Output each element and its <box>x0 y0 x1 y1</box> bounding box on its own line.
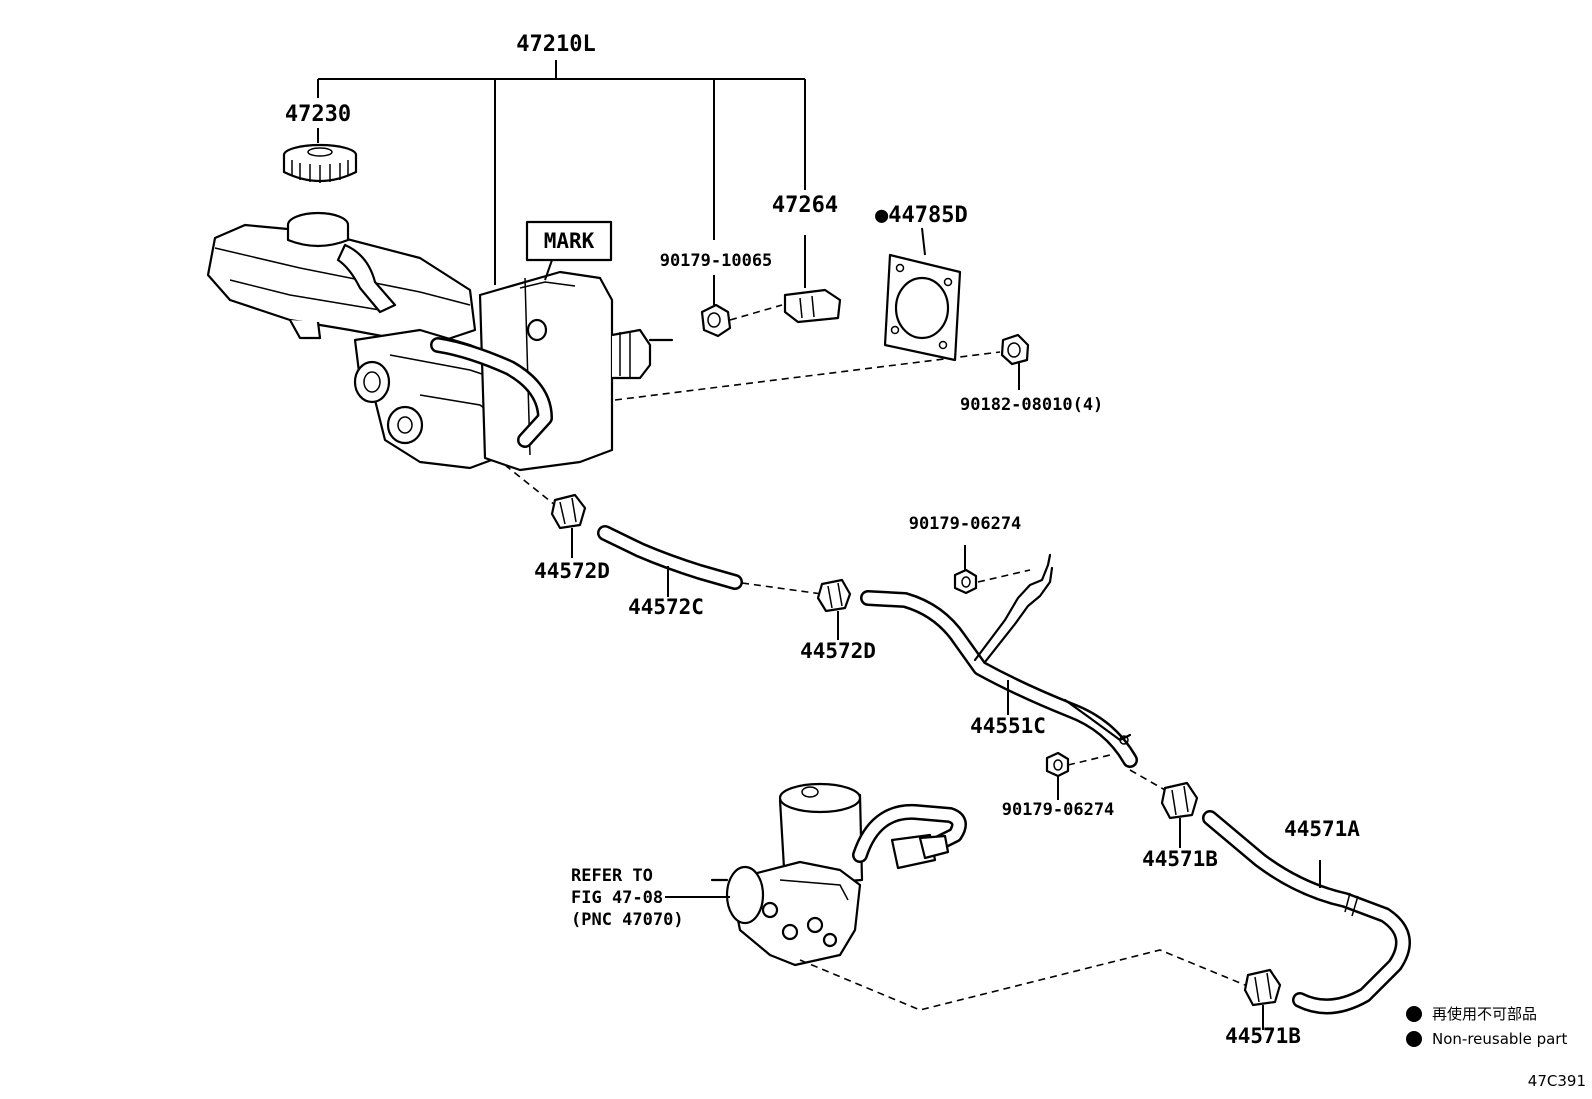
refer-line-1: REFER TO <box>571 866 653 886</box>
clamp-44572D-a <box>550 493 587 558</box>
pipe-44551C <box>860 553 1138 768</box>
refer-line-2: FIG 47-08 <box>571 888 663 908</box>
label-47210L: 47210L <box>516 32 595 57</box>
label-44571B-a: 44571B <box>1142 847 1218 871</box>
clamp-44571B-b <box>1243 968 1282 1030</box>
label-44571B-b: 44571B <box>1225 1024 1301 1048</box>
dashed-guide-bolt <box>614 351 1001 401</box>
hose-44572C <box>597 525 823 597</box>
label-44572C: 44572C <box>628 595 704 619</box>
label-90182-08010: 90182-08010(4) <box>960 395 1103 415</box>
clamp-44572D-b <box>816 578 852 640</box>
label-47264: 47264 <box>772 193 838 218</box>
bolt-90182-08010 <box>1000 333 1030 390</box>
label-44572D-b: 44572D <box>800 639 876 663</box>
reservoir-cap-47230 <box>282 128 358 183</box>
label-90179-06274-a: 90179-06274 <box>909 514 1022 534</box>
label-mark: MARK <box>544 229 595 253</box>
legend-en: Non-reusable part <box>1432 1030 1567 1048</box>
label-90179-10065: 90179-10065 <box>660 251 773 271</box>
label-47230: 47230 <box>285 102 351 127</box>
bracket-47264 <box>783 235 842 324</box>
figure-code: 47C391 <box>1528 1072 1586 1090</box>
legend-jp: 再使用不可部品 <box>1432 1005 1537 1023</box>
label-44785D: ●44785D <box>875 203 968 228</box>
legend: 再使用不可部品 Non-reusable part <box>1406 1005 1567 1048</box>
legend-bullet-jp <box>1406 1006 1422 1022</box>
nut-90179-06274-b <box>1045 751 1111 800</box>
refer-line-3: (PNC 47070) <box>571 910 684 930</box>
dashed-guide-clamp-a <box>504 464 556 506</box>
brake-master-cylinder-assembly <box>206 211 674 472</box>
label-44572D-a: 44572D <box>534 559 610 583</box>
label-44571A: 44571A <box>1284 817 1360 841</box>
nut-90179-10065 <box>700 275 783 338</box>
actuator-assembly-refer <box>665 782 1246 1011</box>
assembly-bracket-47210L <box>317 60 806 285</box>
gasket-44785D <box>883 227 962 362</box>
legend-bullet-en <box>1406 1031 1422 1047</box>
label-44551C: 44551C <box>970 714 1046 738</box>
clamp-44571B-a <box>1129 769 1199 848</box>
nut-90179-06274-a <box>953 545 1031 595</box>
label-90179-06274-b: 90179-06274 <box>1002 800 1115 820</box>
hose-44571A <box>1202 810 1411 1015</box>
